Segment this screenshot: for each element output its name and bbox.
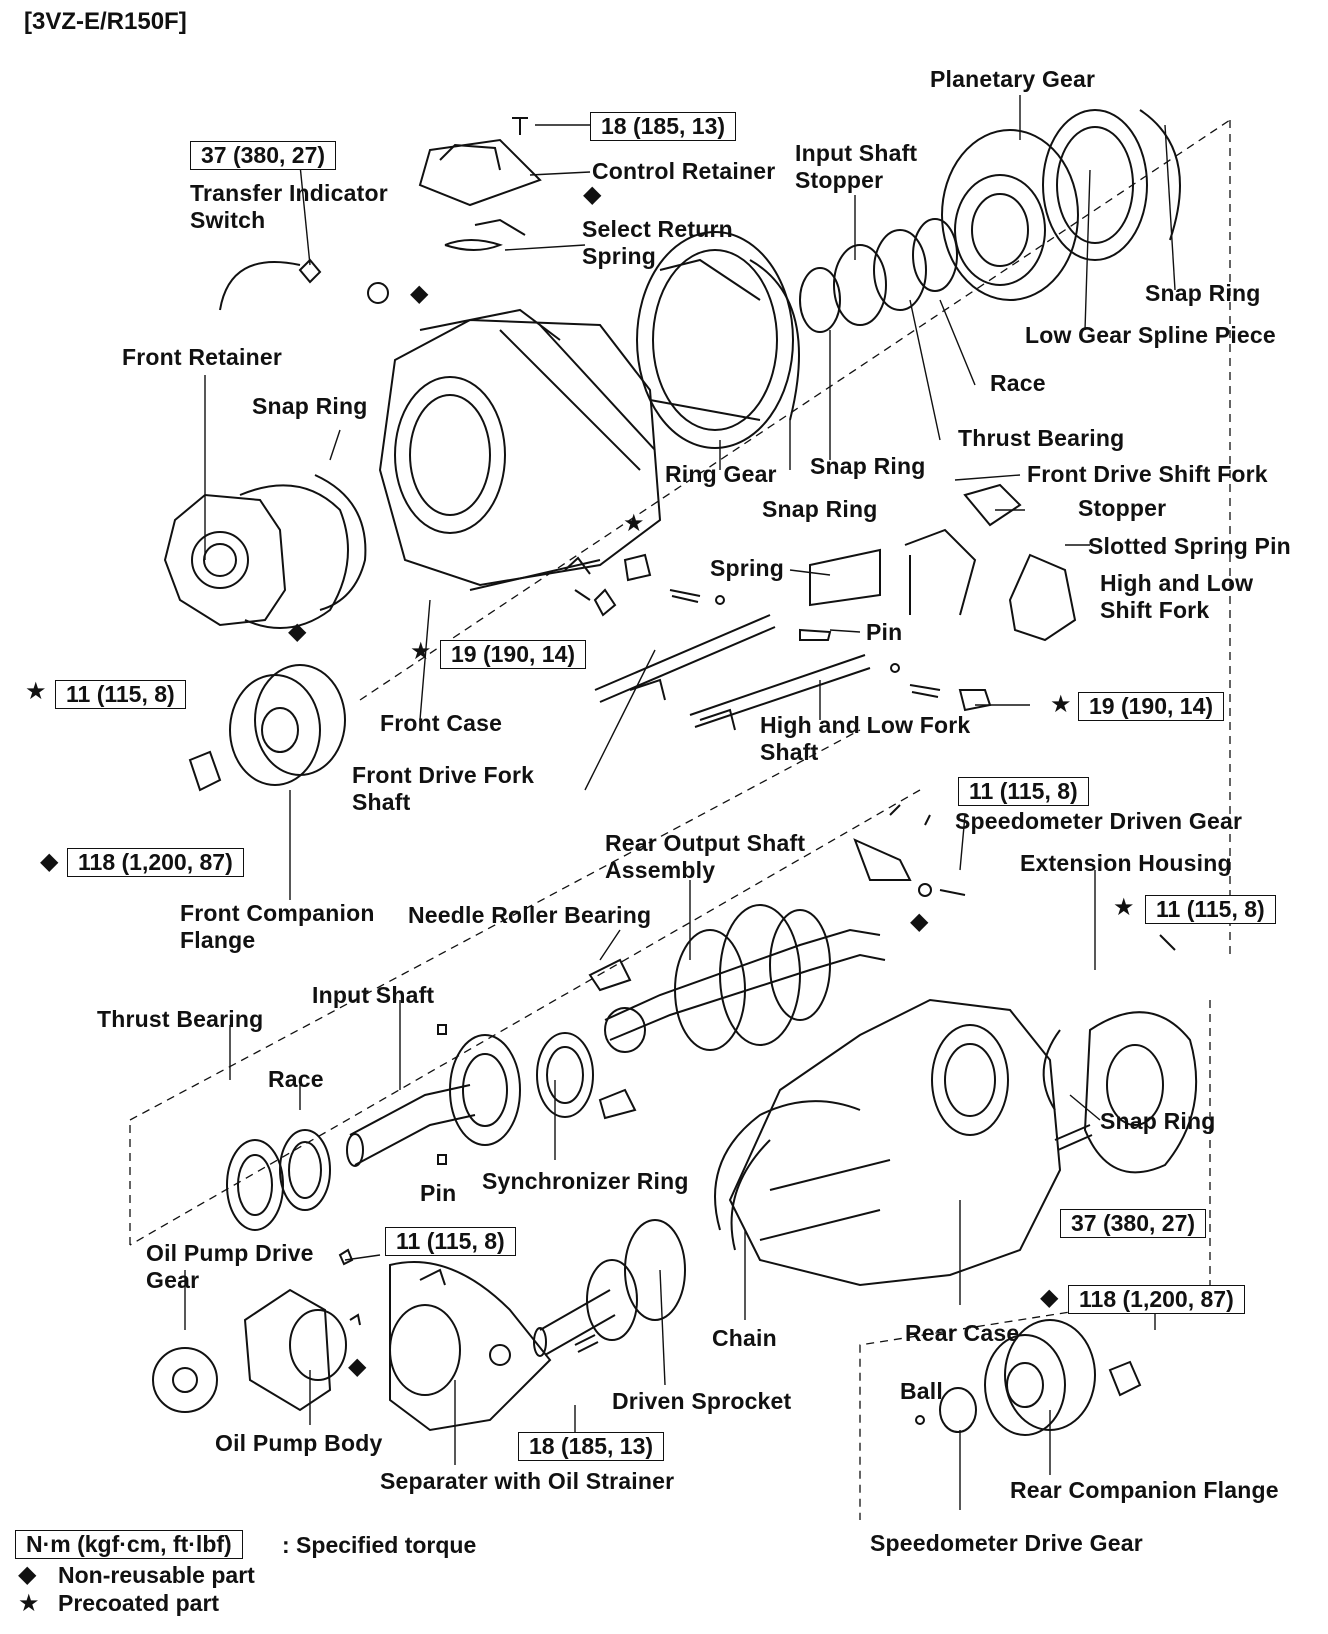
label-snap-ring-5: Snap Ring xyxy=(1100,1108,1216,1134)
nonreusable-marker: ◆ xyxy=(288,618,307,645)
label-transfer-indicator-switch: Transfer Indicator Switch xyxy=(190,180,388,233)
label-front-case: Front Case xyxy=(380,710,503,736)
label-select-return-spring: Select Return Spring xyxy=(582,216,733,269)
label-front-drive-shift-fork: Front Drive Shift Fork xyxy=(1027,461,1268,487)
label-race-2: Race xyxy=(268,1066,324,1092)
nonreusable-marker: ◆ xyxy=(583,181,602,208)
label-race-1: Race xyxy=(990,370,1046,396)
torque-11-pump: 11 (115, 8) xyxy=(385,1227,516,1256)
label-synchronizer-ring: Synchronizer Ring xyxy=(482,1168,689,1194)
label-needle-roller-bearing: Needle Roller Bearing xyxy=(408,902,652,928)
label-thrust-bearing-2: Thrust Bearing xyxy=(97,1006,264,1032)
label-input-shaft-stopper: Input Shaft Stopper xyxy=(795,140,918,193)
label-planetary-gear: Planetary Gear xyxy=(930,66,1096,92)
precoated-marker: ★ xyxy=(25,678,47,705)
label-extension-housing: Extension Housing xyxy=(1020,850,1232,876)
torque-18-top: 18 (185, 13) xyxy=(590,112,737,141)
label-separater: Separater with Oil Strainer xyxy=(380,1468,675,1494)
label-rear-case: Rear Case xyxy=(905,1320,1020,1346)
label-ball: Ball xyxy=(900,1378,943,1404)
torque-11-left: 11 (115, 8) xyxy=(55,680,186,709)
label-front-drive-fork-shaft: Front Drive Fork Shaft xyxy=(352,762,535,815)
label-snap-ring-2: Snap Ring xyxy=(252,393,368,419)
precoated-marker: ★ xyxy=(1050,691,1072,718)
torque-11-speedo: 11 (115, 8) xyxy=(958,777,1089,806)
nonreusable-marker: ◆ xyxy=(1040,1284,1059,1311)
label-high-low-shift-fork: High and Low Shift Fork xyxy=(1100,570,1254,623)
torque-18-bottom: 18 (185, 13) xyxy=(518,1432,665,1461)
label-control-retainer: Control Retainer xyxy=(592,158,776,184)
nonreusable-marker: ◆ xyxy=(910,908,929,935)
label-speedometer-drive-gear: Speedometer Drive Gear xyxy=(870,1530,1143,1556)
torque-19-right: 19 (190, 14) xyxy=(1078,692,1225,721)
label-front-companion-flange: Front Companion Flange xyxy=(180,900,375,953)
label-rear-output-shaft-assembly: Rear Output Shaft Assembly xyxy=(605,830,806,883)
torque-11-ext: 11 (115, 8) xyxy=(1145,895,1276,924)
label-oil-pump-drive-gear: Oil Pump Drive Gear xyxy=(146,1240,314,1293)
torque-37-top: 37 (380, 27) xyxy=(190,141,337,170)
label-pin-1: Pin xyxy=(866,619,903,645)
nonreusable-marker: ◆ xyxy=(348,1353,367,1380)
legend-torque-text: : Specified torque xyxy=(282,1532,477,1558)
label-speedometer-driven-gear: Speedometer Driven Gear xyxy=(955,808,1243,834)
legend-precoated-text: Precoated part xyxy=(58,1590,220,1616)
label-thrust-bearing-1: Thrust Bearing xyxy=(958,425,1125,451)
label-front-retainer: Front Retainer xyxy=(122,344,282,370)
label-pin-2: Pin xyxy=(420,1180,457,1206)
legend-star-symbol: ★ xyxy=(18,1590,40,1617)
torque-118-front: 118 (1,200, 87) xyxy=(67,848,244,877)
precoated-marker: ★ xyxy=(1113,894,1135,921)
legend-diamond-symbol: ◆ xyxy=(18,1561,37,1588)
legend-nonreusable-text: Non-reusable part xyxy=(58,1562,255,1588)
legend-torque-box: N·m (kgf·cm, ft·lbf) xyxy=(15,1530,243,1559)
label-snap-ring-4: Snap Ring xyxy=(762,496,878,522)
label-spring: Spring xyxy=(710,555,785,581)
label-slotted-spring-pin: Slotted Spring Pin xyxy=(1088,533,1291,559)
nonreusable-marker: ◆ xyxy=(40,848,59,875)
precoated-marker: ★ xyxy=(410,638,432,665)
torque-118-rear: 118 (1,200, 87) xyxy=(1068,1285,1245,1314)
label-rear-companion-flange: Rear Companion Flange xyxy=(1010,1477,1279,1503)
torque-37-rear: 37 (380, 27) xyxy=(1060,1209,1207,1238)
label-ring-gear: Ring Gear xyxy=(665,461,777,487)
label-driven-sprocket: Driven Sprocket xyxy=(612,1388,792,1414)
label-chain: Chain xyxy=(712,1325,777,1351)
label-snap-ring-3: Snap Ring xyxy=(810,453,926,479)
label-stopper: Stopper xyxy=(1078,495,1167,521)
label-input-shaft: Input Shaft xyxy=(312,982,435,1008)
label-oil-pump-body: Oil Pump Body xyxy=(215,1430,383,1456)
model-header: [3VZ-E/R150F] xyxy=(24,8,187,35)
precoated-marker: ★ xyxy=(623,510,645,537)
label-high-low-fork-shaft: High and Low Fork Shaft xyxy=(760,712,971,765)
nonreusable-marker: ◆ xyxy=(410,280,429,307)
label-snap-ring-1: Snap Ring xyxy=(1145,280,1261,306)
torque-19-left: 19 (190, 14) xyxy=(440,640,587,669)
label-low-gear-spline-piece: Low Gear Spline Piece xyxy=(1025,322,1276,348)
